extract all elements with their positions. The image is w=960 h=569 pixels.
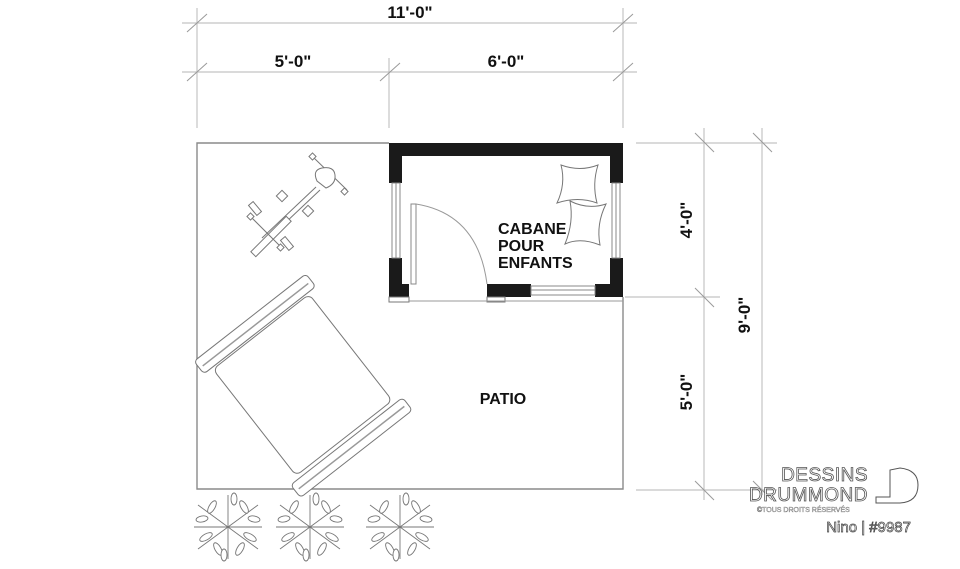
picnic-table-icon	[195, 274, 412, 497]
top-dimensions: 11'-0" 5'-0" 6'-0"	[182, 3, 637, 128]
overall-depth-label: 9'-0"	[735, 297, 754, 334]
shed-depth-label: 4'-0"	[677, 202, 696, 239]
cabane-label-line1: CABANE	[498, 221, 567, 238]
brand-logo-icon	[875, 467, 919, 504]
shrub-icon	[366, 492, 434, 562]
cabane-label-line2: POUR	[498, 238, 545, 255]
patio-label: PATIO	[480, 391, 527, 408]
cabane-shed: CABANE POUR ENFANTS	[388, 143, 623, 303]
side-dimensions: 4'-0" 5'-0" 9'-0"	[625, 128, 777, 501]
shrub-icon	[194, 492, 262, 562]
cabane-label-line3: ENFANTS	[498, 255, 573, 272]
overall-width-label: 11'-0"	[387, 3, 432, 22]
spring-rider-icon	[246, 152, 349, 258]
door-swing-arc	[415, 203, 488, 285]
brand-line2: DRUMMOND	[749, 485, 868, 506]
shrubs	[194, 492, 434, 562]
left-width-label: 5'-0"	[275, 52, 312, 71]
brand-line1: DESSINS	[781, 465, 868, 486]
patio-area: PATIO	[196, 142, 624, 490]
cushion-icon	[556, 164, 607, 246]
right-width-label: 6'-0"	[488, 52, 525, 71]
patio-depth-label: 5'-0"	[677, 374, 696, 411]
brand-watermark: DESSINS DRUMMOND ©TOUS DROITS RÉSERVÉS N…	[749, 465, 919, 536]
shrub-icon	[276, 492, 344, 562]
plan-model-label: Nino | #9987	[826, 519, 911, 536]
brand-copyright: ©TOUS DROITS RÉSERVÉS	[757, 505, 850, 514]
door	[410, 203, 417, 285]
